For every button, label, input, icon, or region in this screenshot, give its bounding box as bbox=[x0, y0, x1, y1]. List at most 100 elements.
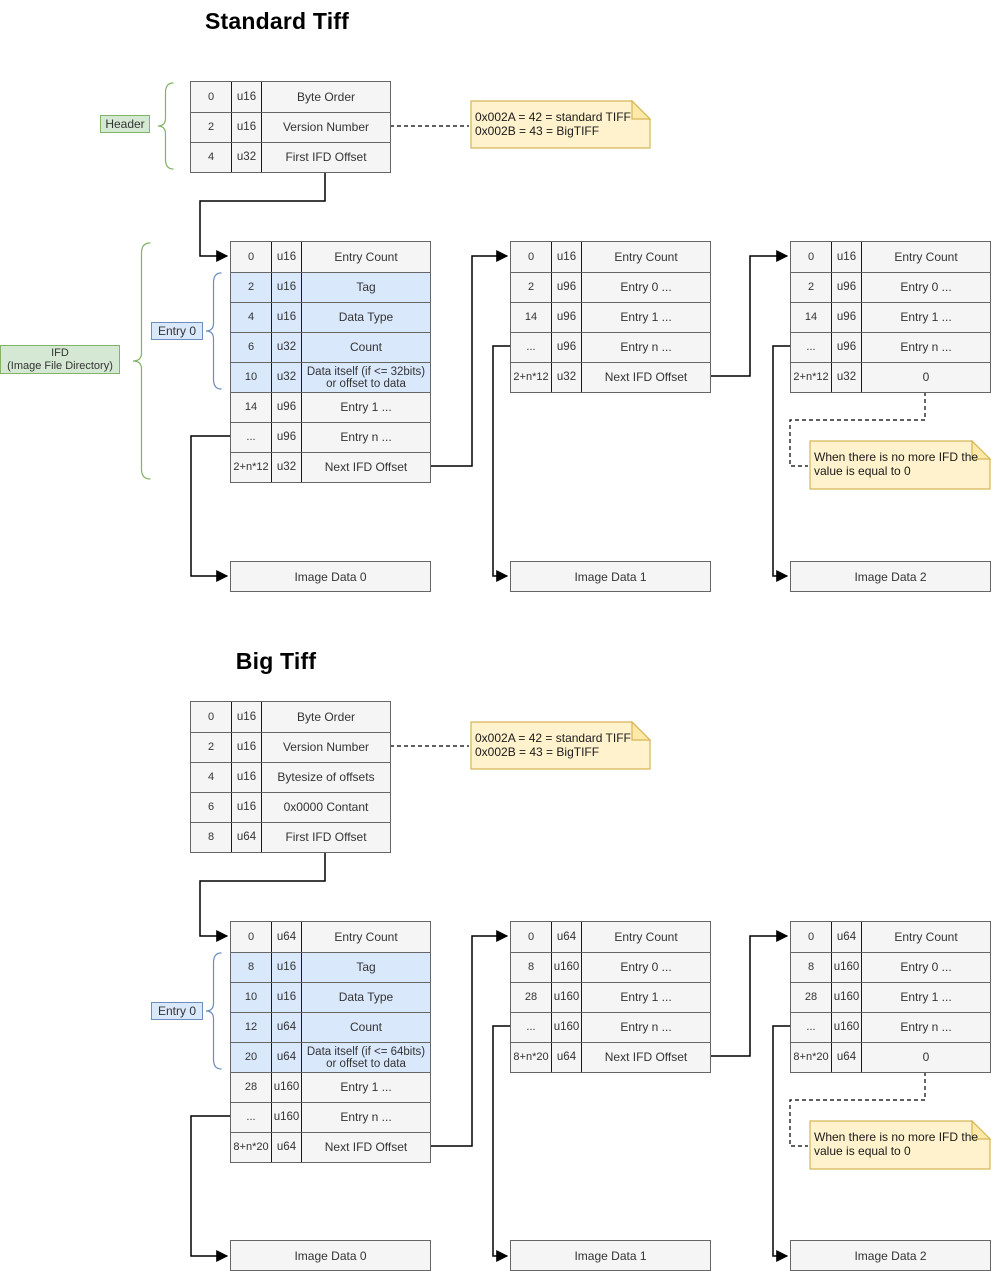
standard-end-note-text: When there is no more IFD the value is e… bbox=[814, 450, 979, 478]
table-cell-offset: 2+n*12 bbox=[793, 371, 829, 384]
big-image-data-1: Image Data 1 bbox=[510, 1240, 711, 1271]
note-shape-big-version bbox=[470, 720, 652, 770]
table-cell-offset: 2 bbox=[207, 741, 215, 754]
header-brace bbox=[157, 82, 174, 170]
arrow-std-ifd2-to-imagedata1 bbox=[492, 345, 510, 582]
table-cell-type: u16 bbox=[271, 953, 301, 982]
table-cell-desc: Entry 1 ... bbox=[861, 303, 990, 332]
table-cell-desc: Entry 0 ... bbox=[581, 953, 710, 982]
table-cell-type: u160 bbox=[831, 953, 861, 982]
table-cell-type: u16 bbox=[271, 983, 301, 1012]
table-cell-offset: 0 bbox=[207, 710, 215, 723]
table-cell-offset: 8 bbox=[527, 961, 535, 974]
table-cell-desc: Entry 0 ... bbox=[861, 273, 990, 302]
note-line: value is equal to 0 bbox=[814, 463, 911, 478]
table-cell-type: u96 bbox=[831, 273, 861, 302]
ifd-label: IFD (Image File Directory) bbox=[0, 345, 120, 374]
table-cell-desc: Entry n ... bbox=[301, 423, 430, 452]
table-cell-offset: 0 bbox=[527, 930, 535, 943]
table-cell-offset: 6 bbox=[207, 801, 215, 814]
table-cell-desc: Tag bbox=[301, 273, 430, 302]
entry0-label-big: Entry 0 bbox=[151, 1002, 203, 1020]
table-cell-offset: 28 bbox=[524, 991, 538, 1004]
big-image-data-0: Image Data 0 bbox=[230, 1240, 431, 1271]
table-cell-type: u64 bbox=[231, 823, 261, 852]
table-cell-offset: 0 bbox=[807, 250, 815, 263]
table-cell-desc: Entry Count bbox=[861, 242, 990, 272]
entry0-brace-big bbox=[205, 952, 222, 1070]
table-cell-offset: 4 bbox=[207, 151, 215, 164]
table-cell-desc: Entry n ... bbox=[861, 1013, 990, 1042]
image-data-label: Image Data 1 bbox=[574, 1248, 647, 1263]
note-shape-standard-version bbox=[470, 99, 652, 149]
note-line: 0x002A = 42 = standard TIFF bbox=[475, 731, 631, 745]
table-cell-offset: 6 bbox=[247, 341, 255, 354]
table-cell-offset: 0 bbox=[247, 930, 255, 943]
dashed-std-zero-to-note bbox=[789, 392, 926, 467]
table-cell-desc: Next IFD Offset bbox=[301, 453, 430, 482]
table-cell-type: u16 bbox=[271, 273, 301, 302]
table-cell-type: u16 bbox=[831, 242, 861, 272]
table-cell-desc: 0 bbox=[861, 363, 990, 392]
table-cell-desc: 0 bbox=[861, 1043, 990, 1072]
note-line: 0x002B = 43 = BigTIFF bbox=[475, 123, 600, 138]
arrow-big-header-to-ifd1 bbox=[199, 851, 326, 942]
table-cell-offset: 4 bbox=[247, 311, 255, 324]
arrow-big-ifd2-to-imagedata1 bbox=[492, 1025, 510, 1262]
table-cell-type: u160 bbox=[551, 1013, 581, 1042]
standard-image-data-1: Image Data 1 bbox=[510, 561, 711, 592]
table-cell-offset: 8+n*20 bbox=[793, 1051, 829, 1064]
table-cell-type: u16 bbox=[551, 242, 581, 272]
big-image-data-2: Image Data 2 bbox=[790, 1240, 991, 1271]
table-cell-desc: Entry Count bbox=[301, 242, 430, 272]
standard-image-data-2: Image Data 2 bbox=[790, 561, 991, 592]
header-label-text: Header bbox=[105, 116, 145, 131]
table-cell-desc: Tag bbox=[301, 953, 430, 982]
table-cell-desc: Entry n ... bbox=[861, 333, 990, 362]
image-data-label: Image Data 0 bbox=[294, 569, 367, 584]
table-cell-offset: ... bbox=[806, 1021, 816, 1034]
arrow-big-ifd2-to-ifd3 bbox=[710, 930, 789, 1057]
table-cell-offset: 0 bbox=[247, 250, 255, 263]
table-cell-offset: ... bbox=[526, 341, 536, 354]
table-cell-desc: Version Number bbox=[261, 733, 390, 762]
table-cell-type: u160 bbox=[551, 983, 581, 1012]
table-cell-desc: 0x0000 Contant bbox=[261, 793, 390, 822]
note-shape-big-end bbox=[809, 1119, 992, 1170]
table-cell-type: u96 bbox=[551, 303, 581, 332]
table-cell-offset: 0 bbox=[527, 250, 535, 263]
table-cell-desc: Next IFD Offset bbox=[581, 1043, 710, 1072]
table-cell-desc: Data itself (if <= 64bits) or offset to … bbox=[301, 1043, 430, 1072]
note-line: When there is no more IFD the bbox=[814, 450, 979, 464]
table-cell-desc: Entry 1 ... bbox=[301, 1073, 430, 1102]
table-cell-desc: Data Type bbox=[301, 983, 430, 1012]
arrow-std-ifd2-to-ifd3 bbox=[710, 250, 789, 377]
